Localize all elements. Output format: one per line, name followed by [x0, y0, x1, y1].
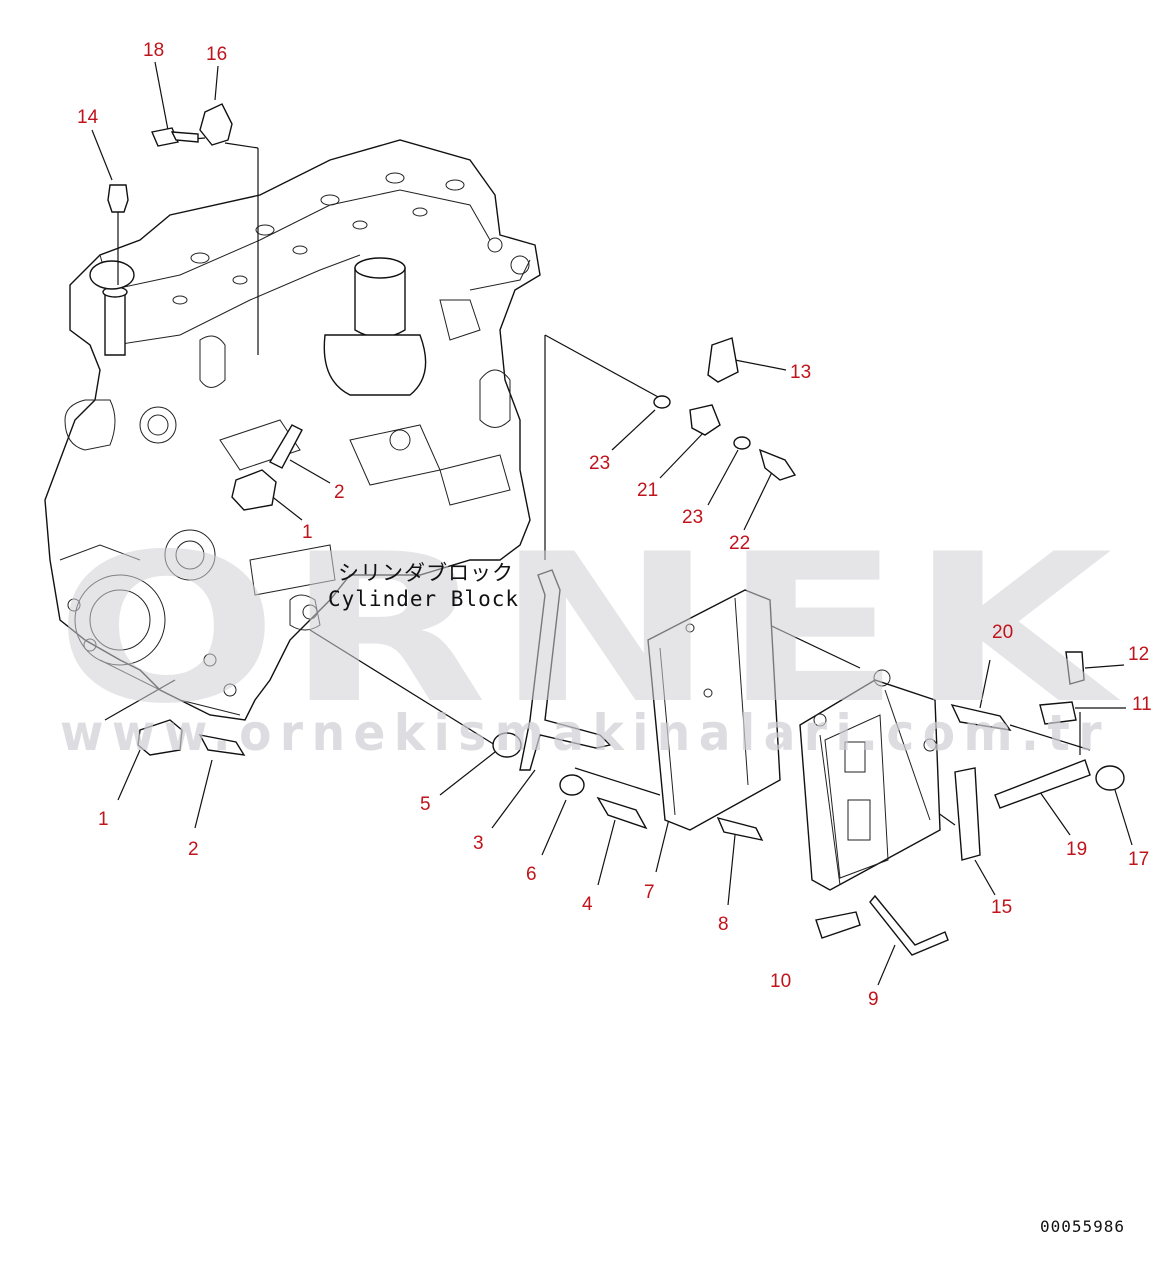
- callout-3: 3: [473, 833, 484, 854]
- callout-17: 17: [1128, 849, 1149, 870]
- ecu-assembly: [647, 589, 941, 891]
- callout-13: 13: [790, 362, 811, 383]
- callout-15: 15: [991, 897, 1012, 918]
- block-label: シリンダブロック Cylinder Block: [328, 561, 519, 611]
- callout-6: 6: [526, 864, 537, 885]
- callout-22: 22: [729, 533, 750, 554]
- callout-9: 9: [868, 989, 879, 1010]
- callouts: 18 16 14 13 23 21 23 22 2 1 20 12 11 5 1…: [77, 40, 1152, 1010]
- callout-23-lower: 23: [682, 507, 703, 528]
- callout-5: 5: [420, 794, 431, 815]
- callout-20: 20: [992, 622, 1013, 643]
- callout-2-lower: 2: [188, 839, 199, 860]
- block-label-japanese: シリンダブロック: [338, 561, 514, 585]
- callout-1-lower: 1: [98, 809, 109, 830]
- callout-7: 7: [644, 882, 655, 903]
- reference-code: 00055986: [1040, 1217, 1125, 1236]
- callout-2-upper: 2: [334, 482, 345, 503]
- small-parts: [107, 103, 1125, 956]
- callout-16: 16: [206, 44, 227, 65]
- callout-12: 12: [1128, 644, 1149, 665]
- block-label-english: Cylinder Block: [328, 587, 519, 611]
- watermark: ORNEK www.ornekismakinalari.com.tr: [55, 511, 1121, 762]
- watermark-url: www.ornekismakinalari.com.tr: [60, 704, 1110, 762]
- callout-4: 4: [582, 894, 593, 915]
- callout-8: 8: [718, 914, 729, 935]
- callout-18: 18: [143, 40, 164, 61]
- callout-21: 21: [637, 480, 658, 501]
- watermark-brand: ORNEK: [55, 511, 1121, 749]
- callout-23-upper: 23: [589, 453, 610, 474]
- leader-lines: [91, 61, 1133, 986]
- callout-14: 14: [77, 107, 99, 128]
- callout-1-upper: 1: [302, 522, 313, 543]
- callout-19: 19: [1066, 839, 1087, 860]
- callout-11: 11: [1132, 694, 1152, 715]
- callout-10: 10: [770, 971, 791, 992]
